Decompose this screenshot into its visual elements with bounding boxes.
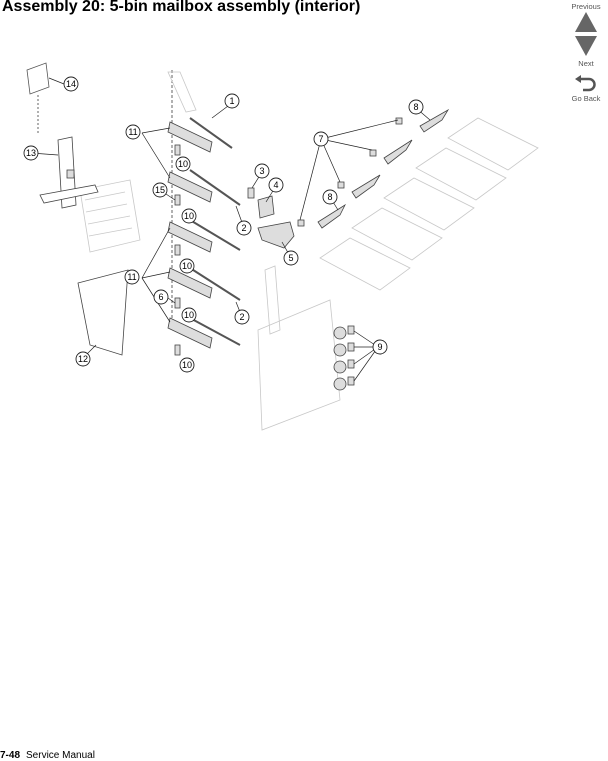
left-frame-ghost — [79, 179, 141, 253]
rear-frame-ghost — [257, 265, 341, 431]
callout-10-c: 10 — [179, 258, 195, 274]
callout-11-top: 11 — [125, 124, 141, 140]
previous-label: Previous — [571, 2, 601, 11]
callout-10-d: 10 — [181, 307, 197, 323]
page-title: Assembly 20: 5-bin mailbox assembly (int… — [2, 0, 361, 15]
manual-title: Service Manual — [26, 750, 95, 761]
svg-text:8: 8 — [327, 192, 332, 202]
callout-9: 9 — [372, 339, 388, 355]
svg-text:7: 7 — [318, 134, 323, 144]
callout-6: 6 — [153, 289, 169, 305]
callout-4: 4 — [268, 177, 284, 193]
go-back-icon[interactable] — [574, 74, 598, 94]
callout-13: 13 — [23, 145, 39, 161]
flaps — [317, 108, 450, 229]
svg-text:10: 10 — [182, 360, 192, 370]
drive-shafts — [189, 117, 241, 346]
callout-1: 1 — [224, 93, 240, 109]
callout-14: 14 — [63, 76, 79, 92]
svg-text:13: 13 — [26, 148, 36, 158]
svg-text:5: 5 — [288, 253, 293, 263]
page-footer: 7-48 Service Manual — [0, 750, 95, 761]
svg-text:10: 10 — [184, 211, 194, 221]
callout-12: 12 — [75, 351, 91, 367]
svg-text:4: 4 — [273, 180, 278, 190]
svg-text:9: 9 — [377, 342, 382, 352]
part-13-bracket — [39, 136, 99, 209]
svg-text:15: 15 — [155, 185, 165, 195]
next-label: Next — [578, 59, 594, 68]
callout-5: 5 — [283, 250, 299, 266]
roller-guides — [167, 121, 213, 349]
previous-arrow-icon[interactable] — [574, 11, 598, 33]
svg-text:8: 8 — [413, 102, 418, 112]
callout-8-top: 8 — [408, 99, 424, 115]
navigation-panel: Previous Next Go Back — [564, 2, 608, 103]
svg-text:3: 3 — [259, 166, 264, 176]
callout-7: 7 — [313, 131, 329, 147]
exploded-assembly-diagram: 1 11 10 3 4 15 10 2 5 10 11 6 10 2 10 7 … — [23, 62, 539, 431]
svg-text:2: 2 — [239, 312, 244, 322]
clips — [297, 117, 403, 227]
svg-text:6: 6 — [158, 292, 163, 302]
svg-text:10: 10 — [184, 310, 194, 320]
page-number: 7-48 — [0, 750, 21, 761]
callout-8-mid: 8 — [322, 189, 338, 205]
go-back-label: Go Back — [571, 94, 601, 103]
part-14-board — [26, 62, 50, 135]
svg-text:11: 11 — [127, 272, 136, 282]
callout-15: 15 — [152, 182, 168, 198]
sensor-assembly — [247, 187, 295, 249]
springs — [174, 144, 181, 356]
callout-11-bottom: 11 — [124, 269, 140, 285]
callout-2-bottom: 2 — [234, 309, 250, 325]
callout-10-e: 10 — [179, 357, 195, 373]
svg-text:2: 2 — [241, 223, 246, 233]
svg-text:1: 1 — [229, 96, 234, 106]
callout-2-top: 2 — [236, 220, 252, 236]
callout-10-a: 10 — [175, 156, 191, 172]
svg-text:11: 11 — [128, 127, 137, 137]
callout-10-b: 10 — [181, 208, 197, 224]
svg-text:10: 10 — [182, 261, 192, 271]
part-12-panel — [77, 269, 129, 356]
next-arrow-icon[interactable] — [574, 35, 598, 57]
bin-trays-ghost — [319, 117, 539, 291]
gears — [333, 325, 355, 391]
svg-text:12: 12 — [78, 354, 88, 364]
svg-text:10: 10 — [178, 159, 188, 169]
svg-text:14: 14 — [66, 79, 76, 89]
callout-3: 3 — [254, 163, 270, 179]
